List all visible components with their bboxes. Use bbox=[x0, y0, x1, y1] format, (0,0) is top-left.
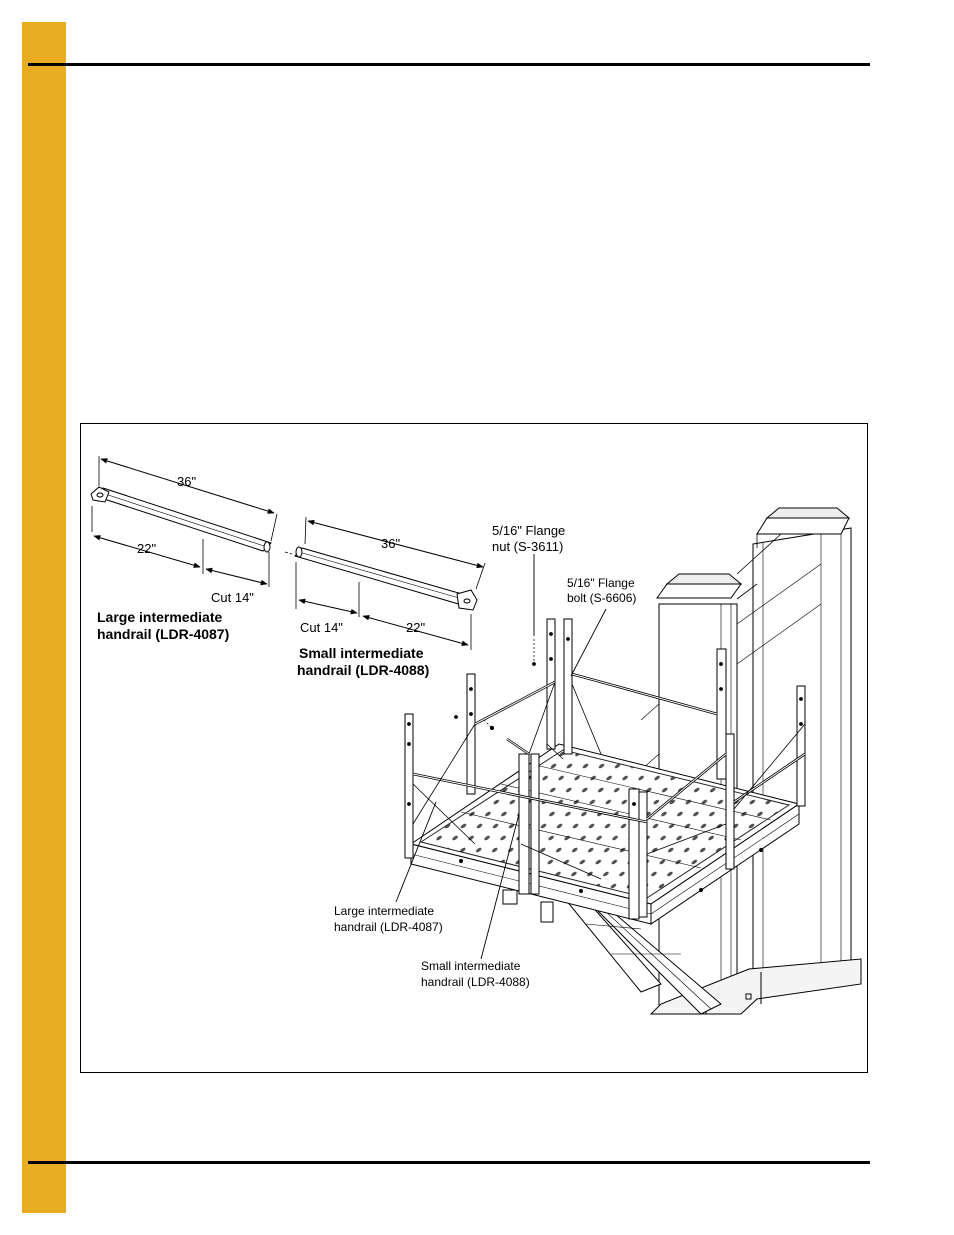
small-rail-segment-label: 22" bbox=[406, 620, 425, 636]
small-rail-callout-line2: handrail (LDR-4088) bbox=[421, 975, 530, 990]
platform-handrail-figure: 36" 22" Cut 14" Large intermediate handr… bbox=[80, 423, 868, 1073]
flange-bolt-callout-line2: bolt (S-6606) bbox=[567, 591, 636, 606]
side-color-tab bbox=[22, 22, 66, 1213]
small-rail-callout-line1: Small intermediate bbox=[421, 959, 520, 974]
header-rule bbox=[28, 63, 870, 66]
large-rail-segment-label: 22" bbox=[137, 541, 156, 557]
large-rail-callout-line2: handrail (LDR-4087) bbox=[334, 920, 443, 935]
large-rail-length-label: 36" bbox=[177, 474, 196, 490]
tower-structure bbox=[641, 508, 861, 1014]
large-rail-cut-label: Cut 14" bbox=[211, 590, 254, 606]
large-rail-title-line1: Large intermediate bbox=[97, 609, 222, 626]
flange-bolt-callout-line1: 5/16" Flange bbox=[567, 576, 635, 591]
small-rail-cut-label: Cut 14" bbox=[300, 620, 343, 636]
flange-nut-callout-line2: nut (S-3611) bbox=[492, 539, 563, 555]
small-rail-title-line1: Small intermediate bbox=[299, 645, 424, 662]
footer-rule bbox=[28, 1161, 870, 1164]
small-rail-length-label: 36" bbox=[381, 536, 400, 552]
small-rail-title-line2: handrail (LDR-4088) bbox=[297, 662, 429, 679]
flange-nut-callout-line1: 5/16" Flange bbox=[492, 523, 565, 539]
large-rail-title-line2: handrail (LDR-4087) bbox=[97, 626, 229, 643]
large-rail-callout-line1: Large intermediate bbox=[334, 904, 434, 919]
